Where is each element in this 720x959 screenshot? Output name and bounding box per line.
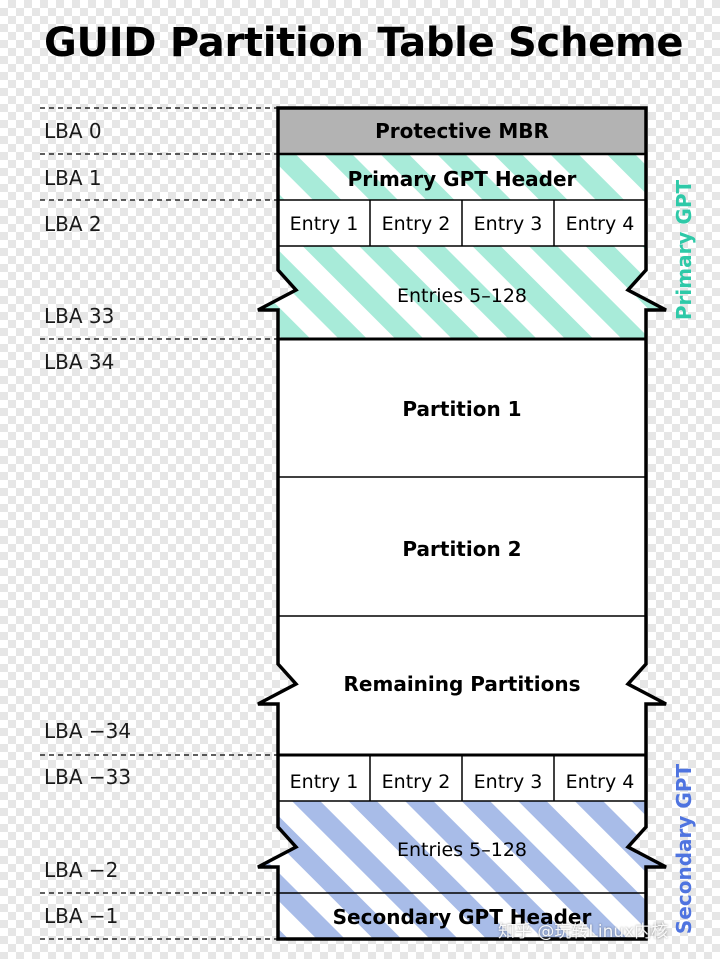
watermark-text: 知乎 @玩转Linux内核 [498,922,669,942]
primary-entry-4: Entry 4 [566,213,635,235]
secondary-entry-1: Entry 1 [290,771,359,793]
partitions-region [258,339,666,755]
lba-label-minus-1: LBA −1 [44,904,119,928]
lba-label-2: LBA 2 [44,212,102,236]
secondary-entries-5-128: Entries 5–128 [397,839,527,861]
remaining-partitions-label: Remaining Partitions [344,672,581,696]
primary-gpt-side-label: Primary GPT [672,179,696,320]
lba-label-minus-2: LBA −2 [44,858,119,882]
protective-mbr-block [278,108,646,154]
protective-mbr-label: Protective MBR [375,119,549,143]
lba-label-minus-34: LBA −34 [44,719,132,743]
secondary-gpt-header-label: Secondary GPT Header [333,905,592,929]
disk-outline [257,106,667,941]
lba-label-minus-33: LBA −33 [44,765,132,789]
primary-entries-5-128: Entries 5–128 [397,285,527,307]
diagram-title: GUID Partition Table Scheme [44,20,684,66]
primary-entry-3: Entry 3 [474,213,543,235]
partition-1-label: Partition 1 [402,397,521,421]
secondary-entry-3: Entry 3 [474,771,543,793]
secondary-entry-2: Entry 2 [382,771,451,793]
lba-label-0: LBA 0 [44,119,102,143]
partition-2-label: Partition 2 [402,537,521,561]
primary-gpt-header-label: Primary GPT Header [348,167,577,191]
entry-separators [369,200,555,801]
secondary-gpt-side-label: Secondary GPT [672,764,696,935]
primary-entry-2: Entry 2 [382,213,451,235]
primary-entry-1: Entry 1 [290,213,359,235]
lba-label-1: LBA 1 [44,166,102,190]
lba-label-33: LBA 33 [44,304,115,328]
lba-guide-lines [40,107,278,940]
secondary-entry-4: Entry 4 [566,771,635,793]
lba-label-34: LBA 34 [44,350,115,374]
